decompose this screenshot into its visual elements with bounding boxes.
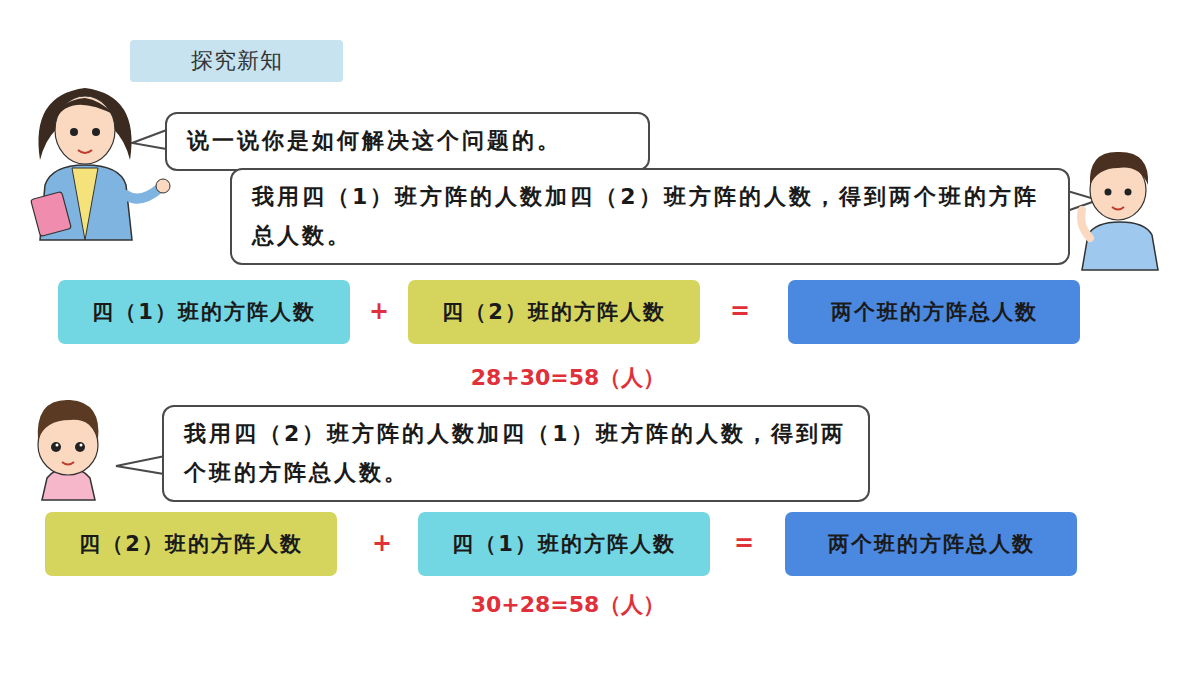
box-label: 四（2）班的方阵人数: [79, 530, 303, 558]
box-label: 两个班的方阵总人数: [828, 530, 1035, 558]
box-label: 四（1）班的方阵人数: [452, 530, 676, 558]
section-title: 探究新知: [130, 40, 343, 82]
quantity-box: 四（2）班的方阵人数: [45, 512, 337, 576]
speech-bubble: 我用四（1）班方阵的人数加四（2）班方阵的人数，得到两个班的方阵总人数。: [230, 168, 1070, 265]
quantity-box: 两个班的方阵总人数: [785, 512, 1077, 576]
equation-text: 30+28=58（人）: [471, 590, 666, 620]
boy-figure: [1081, 152, 1158, 270]
quantity-box: 四（2）班的方阵人数: [408, 280, 700, 344]
speech-bubble: 我用四（2）班方阵的人数加四（1）班方阵的人数，得到两个班的方阵总人数。: [162, 405, 870, 502]
quantity-box: 两个班的方阵总人数: [788, 280, 1080, 344]
operator-sign: =: [734, 529, 754, 557]
operator-sign: =: [730, 297, 750, 325]
speech-text: 说一说你是如何解决这个问题的。: [187, 122, 562, 161]
quantity-box: 四（1）班的方阵人数: [418, 512, 710, 576]
speech-bubble: 说一说你是如何解决这个问题的。: [165, 112, 650, 171]
child-figure: [38, 400, 99, 500]
box-label: 两个班的方阵总人数: [831, 298, 1038, 326]
speech-text: 我用四（2）班方阵的人数加四（1）班方阵的人数，得到两个班的方阵总人数。: [184, 415, 848, 492]
speech-text: 我用四（1）班方阵的人数加四（2）班方阵的人数，得到两个班的方阵总人数。: [252, 178, 1048, 255]
quantity-box: 四（1）班的方阵人数: [58, 280, 350, 344]
box-label: 四（1）班的方阵人数: [92, 298, 316, 326]
equation-text: 28+30=58（人）: [471, 363, 666, 393]
teacher-figure: [31, 88, 170, 240]
operator-sign: +: [372, 529, 392, 557]
operator-sign: +: [369, 297, 389, 325]
box-label: 四（2）班的方阵人数: [442, 298, 666, 326]
